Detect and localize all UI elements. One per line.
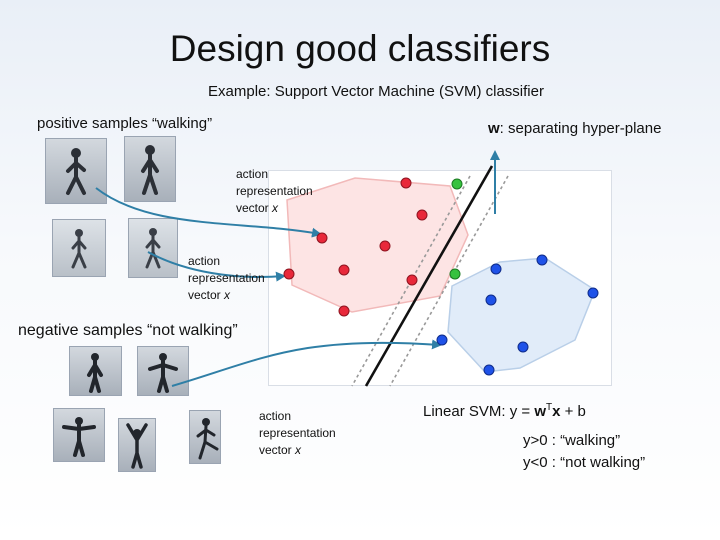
ar-line2: representation: [188, 271, 265, 285]
negative-points: [436, 254, 599, 376]
person-arms-up-icon: [126, 423, 148, 469]
positive-sample-3: [52, 219, 106, 277]
positive-point: [316, 232, 328, 244]
negative-sample-4: [118, 418, 156, 472]
positive-sample-4: [128, 218, 178, 278]
negative-point: [490, 263, 502, 275]
slide-title: Design good classifiers: [169, 28, 551, 69]
negative-samples-label: negative samples “not walking”: [18, 322, 238, 339]
action-representation-label-1: action representation vector x: [236, 166, 313, 217]
ar-line1: action: [236, 167, 269, 181]
hyperplane-label: w: separating hyper-plane: [488, 120, 661, 137]
negative-sample-2: [137, 346, 189, 396]
positive-point: [400, 177, 412, 189]
support-vector-point: [451, 178, 463, 190]
w-variable: w: [488, 120, 500, 137]
ar-line3: vector x: [236, 201, 279, 215]
arrow-positive-1: [95, 187, 322, 238]
negative-point: [587, 287, 599, 299]
ar-line2: representation: [236, 184, 313, 198]
person-walking-icon: [145, 228, 161, 269]
person-kicking-icon: [196, 418, 219, 460]
margin-line-right: [389, 175, 509, 387]
positive-point: [379, 240, 391, 252]
positive-point: [283, 268, 295, 280]
person-walking-icon: [66, 148, 86, 195]
person-standing-icon: [87, 353, 103, 393]
ar-line1: action: [188, 254, 221, 268]
negative-point: [483, 364, 495, 376]
positive-point: [338, 305, 350, 317]
negative-sample-3: [53, 408, 105, 462]
negative-point: [517, 341, 529, 353]
ar-line3: vector x: [259, 443, 302, 457]
positive-samples-label: positive samples “walking”: [37, 115, 213, 132]
negative-point: [536, 254, 548, 266]
negative-point: [485, 294, 497, 306]
person-waving-icon: [148, 353, 178, 393]
positive-point: [416, 209, 428, 221]
positive-sample-2: [124, 136, 176, 202]
person-waving-icon: [62, 417, 96, 457]
separating-hyperplane: [364, 165, 494, 387]
positive-region: [286, 177, 469, 313]
svm-equation: Linear SVM: y = wTx + b: [423, 402, 586, 420]
condition-positive: y>0 : “walking”: [523, 432, 621, 449]
negative-sample-1: [69, 346, 122, 396]
ar-line1: action: [259, 409, 292, 423]
arrow-negative: [171, 339, 442, 387]
condition-negative: y<0 : “not walking”: [523, 454, 646, 471]
negative-point: [436, 334, 448, 346]
negative-region: [447, 257, 596, 373]
negative-sample-5: [189, 410, 221, 464]
support-vectors: [449, 178, 463, 280]
positive-points: [283, 177, 428, 317]
ar-line3: vector x: [188, 288, 231, 302]
positive-point: [406, 274, 418, 286]
arrow-positive-2: [147, 251, 286, 282]
action-representation-label-2: action representation vector x: [188, 253, 265, 304]
slide-subtitle: Example: Support Vector Machine (SVM) cl…: [208, 83, 544, 100]
person-standing-icon: [141, 145, 159, 195]
positive-point: [338, 264, 350, 276]
support-vector-point: [449, 268, 461, 280]
positive-sample-1: [45, 138, 107, 204]
action-representation-label-3: action representation vector x: [259, 408, 336, 459]
hyperplane-text: : separating hyper-plane: [499, 120, 662, 137]
person-walking-icon: [71, 229, 87, 269]
ar-line2: representation: [259, 426, 336, 440]
